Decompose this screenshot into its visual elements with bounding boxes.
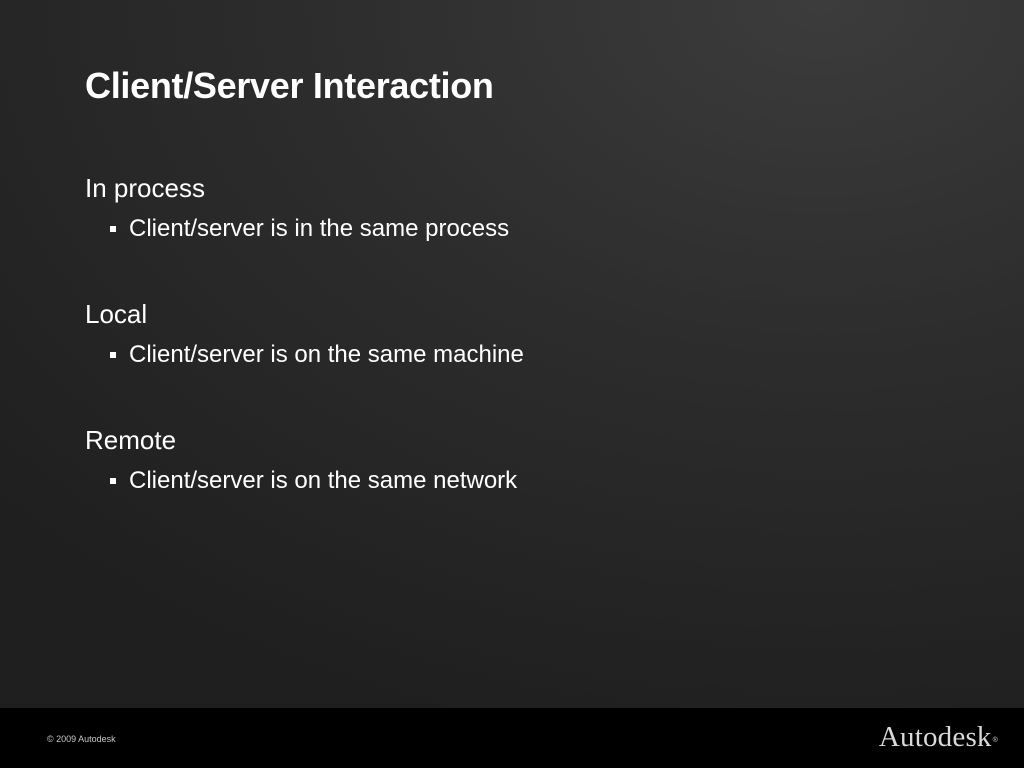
bullet-text: Client/server is in the same process — [129, 215, 510, 242]
section-local: Local Client/server is on the same machi… — [85, 297, 945, 423]
footer-bar: © 2009 Autodesk Autodesk® — [0, 708, 1024, 768]
slide-title: Client/Server Interaction — [85, 65, 494, 106]
square-bullet-icon — [110, 226, 116, 232]
section-heading: In process — [85, 173, 205, 203]
bullet-item: Client/server is in the same process — [85, 214, 945, 244]
slide-content: In process Client/server is in the same … — [85, 171, 945, 549]
square-bullet-icon — [110, 478, 116, 484]
logo-text: Autodesk — [878, 721, 992, 753]
bullet-text: Client/server is on the same machine — [129, 341, 524, 368]
bullet-text: Client/server is on the same network — [129, 467, 518, 494]
section-heading: Remote — [85, 425, 177, 455]
registered-mark: ® — [992, 737, 998, 744]
section-remote: Remote Client/server is on the same netw… — [85, 423, 945, 549]
section-heading: Local — [85, 299, 148, 329]
bullet-item: Client/server is on the same network — [85, 466, 945, 496]
autodesk-logo: Autodesk® — [879, 720, 998, 754]
square-bullet-icon — [110, 352, 116, 358]
section-in-process: In process Client/server is in the same … — [85, 171, 945, 297]
copyright-notice: © 2009 Autodesk — [47, 734, 116, 744]
slide-body: Client/Server Interaction In process Cli… — [0, 0, 1024, 708]
bullet-item: Client/server is on the same machine — [85, 340, 945, 370]
